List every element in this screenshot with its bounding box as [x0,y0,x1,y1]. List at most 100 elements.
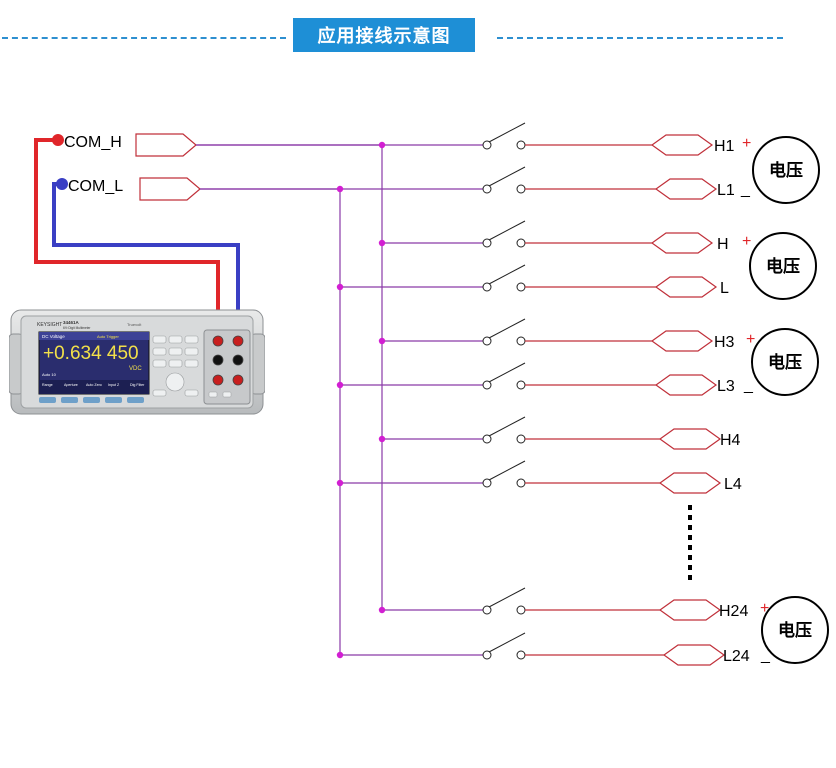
title-dash-left [2,37,286,39]
polarity-h1: + [742,135,751,152]
voltage-source-24-label: 电压 [778,620,812,641]
channel-1-switch-contact-b [516,140,526,150]
polarity-l1: _ [740,181,751,198]
multimeter: KEYSIGHT 34461A 6½ Digit Multimeter True… [9,309,265,415]
channel-4-switch-contact-a [482,282,492,292]
meter-subtitle: 6½ Digit Multimeter [63,326,91,330]
meter-softkey-labels: Range Aperture Auto Zero Input Z Dig Filter [42,383,145,387]
channel-9-node [378,606,386,614]
meter-softkey-label: Dig Filter [130,383,145,387]
com-h-wire [34,138,220,344]
channel-9-connector [658,599,722,621]
voltage-source-3 [751,328,819,396]
meter-reading: +0.634 450 [43,343,139,364]
channel-3-switch-contact-a [482,238,492,248]
channel-5-node [378,337,386,345]
channel-6-switch-blade [488,362,526,383]
voltage-source-2 [749,232,817,300]
com-l-dot [56,178,68,190]
meter-buttons [152,335,199,397]
channel-label-l24: L24 [723,648,750,665]
channel-7-node [378,435,386,443]
page-title: 应用接线示意图 [293,18,475,52]
terminal-lo-sense [232,354,244,366]
channel-label-h4: H4 [720,432,741,449]
meter-softkey-label: Range [42,383,53,387]
channel-10-node [336,651,344,659]
channel-4-switch-contact-b [516,282,526,292]
channel-1-connector [650,134,714,156]
channel-2-connector [654,178,718,200]
channel-rows [196,122,726,666]
meter-softkey-label: Aperture [64,383,78,387]
meter-trigger: Auto Trigger [97,334,119,339]
terminal-hi-sense [232,335,244,347]
channel-2-node [336,185,344,193]
channel-3-node [378,239,386,247]
meter-softkey-label: Input Z [108,383,120,387]
channel-7-switch-contact-b [516,434,526,444]
channel-label-l4: L4 [724,476,742,493]
channel-2-switch-contact-b [516,184,526,194]
meter-softkey-label: Auto Zero [86,383,102,387]
terminal-current [212,374,224,386]
com-h-arrow [135,133,197,157]
channel-9-switch-contact-a [482,605,492,615]
polarity-l24: _ [760,647,771,664]
channel-8-switch-contact-a [482,478,492,488]
com-l-arrow [139,177,201,201]
channel-1-switch-blade [488,122,526,143]
channel-4-node [336,283,344,291]
channel-label-l1: L1 [717,182,735,199]
title-dash-right [497,37,783,39]
polarity-l3: _ [743,377,754,394]
channel-3-connector [650,232,714,254]
channel-1-switch-contact-a [482,140,492,150]
voltage-source-1-label: 电压 [769,160,803,181]
meter-softkeys [39,397,144,403]
channel-label-h2: H [717,236,729,253]
channel-3-switch-blade [488,220,526,241]
channel-8-node [336,479,344,487]
voltage-source-1 [752,136,820,204]
channel-10-connector [662,644,726,666]
channel-label-l3: L3 [717,378,735,395]
polarity-h2: + [742,233,751,250]
channel-1-node [378,141,386,149]
channel-10-switch-blade [488,632,526,653]
com-h-label: COM_H [64,134,122,151]
channel-label-l2: L [720,280,729,297]
meter-model: 34461A [63,320,80,325]
ellipsis-dots [688,505,692,580]
channel-6-switch-contact-a [482,380,492,390]
meter-range: Auto 10 [42,372,57,377]
channel-label-h3: H3 [714,334,735,351]
channel-8-connector [658,472,722,494]
meter-mode: DC Voltage [42,334,65,339]
channel-7-switch-contact-a [482,434,492,444]
voltage-source-3-label: 电压 [768,352,802,373]
channel-9-switch-contact-b [516,605,526,615]
polarity-h24: + [760,600,769,617]
voltage-source-24 [761,596,829,664]
terminal-hi [212,335,224,347]
channel-5-switch-blade [488,318,526,339]
channel-5-switch-contact-b [516,336,526,346]
channel-label-h24: H24 [719,603,748,620]
channel-8-switch-blade [488,460,526,481]
channel-5-switch-contact-a [482,336,492,346]
channel-6-connector [654,374,718,396]
voltage-source-2-label: 电压 [766,256,800,277]
terminal-current-2 [232,374,244,386]
channel-8-switch-contact-b [516,478,526,488]
channel-9-switch-blade [488,587,526,608]
channel-7-switch-blade [488,416,526,437]
terminal-lo [212,354,224,366]
channel-5-connector [650,330,714,352]
com-l-label: COM_L [68,178,123,195]
channel-3-switch-contact-b [516,238,526,248]
meter-unit: VDC [129,366,142,372]
polarity-h3: + [746,331,755,348]
channel-7-connector [658,428,722,450]
channel-6-switch-contact-b [516,380,526,390]
